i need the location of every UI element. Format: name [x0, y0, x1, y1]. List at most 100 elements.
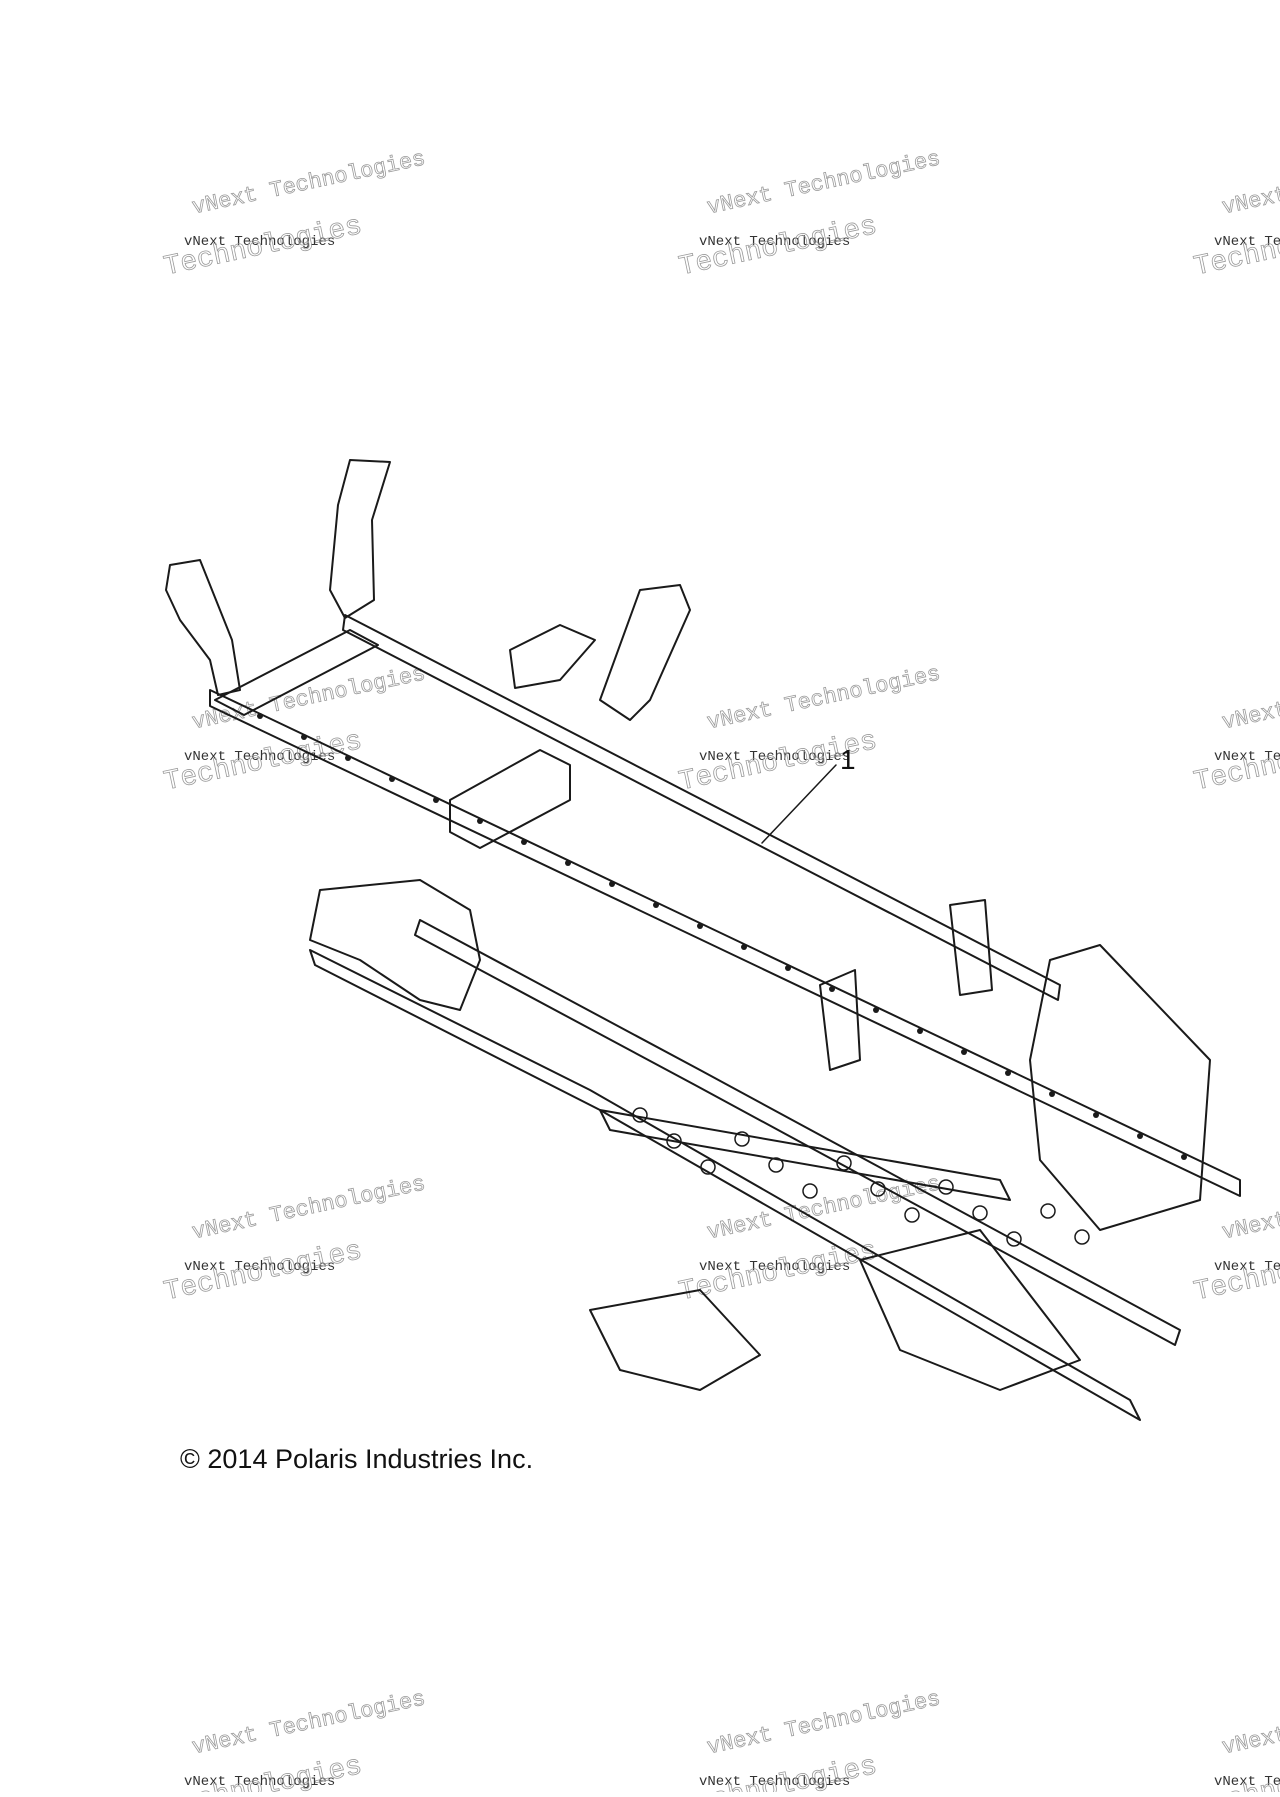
mid-cross-member	[449, 749, 571, 849]
right-rear-hook	[329, 459, 391, 619]
diagonal-brace	[599, 584, 691, 721]
bolt-hole	[477, 818, 483, 824]
bolt-hole	[873, 1007, 879, 1013]
rear-cross-member	[214, 629, 379, 716]
bolt-hole	[389, 776, 395, 782]
bolt-hole	[697, 923, 703, 929]
bolt-hole	[565, 860, 571, 866]
watermark-text-lower: Technologies	[161, 726, 365, 798]
bolt-hole	[609, 881, 615, 887]
skid-plate	[589, 1289, 761, 1391]
watermark-text-upper: vNext Technologies	[705, 146, 943, 220]
bolt-hole	[301, 734, 307, 740]
watermark-text-upper: vNext Technologies	[190, 1686, 428, 1760]
bolt-hole	[961, 1049, 967, 1055]
bolt-hole	[1005, 1070, 1011, 1076]
bolt-hole	[741, 944, 747, 950]
watermark-text-upper: vNext Technologies	[705, 661, 943, 735]
watermark: vNext Technologies vNext TechnologiesTech…	[676, 146, 943, 284]
watermark-text-upper: vNext Technologies	[1220, 661, 1280, 735]
upper-rear-rail	[342, 614, 1061, 1001]
watermark: vNext Technologies vNext TechnologiesTech…	[161, 1171, 428, 1309]
watermark-text-upper: vNext Technologies	[1220, 146, 1280, 220]
front-bulkhead	[1029, 944, 1211, 1231]
chassis-frame	[165, 459, 1241, 1421]
watermark-text-main: vNext Technologies	[699, 1259, 850, 1275]
watermark-text-lower: Technologies	[676, 211, 880, 283]
floor-pan-hole	[632, 1107, 648, 1123]
seat-mount-left	[819, 969, 861, 1071]
watermark-text-lower: Technologies	[1191, 726, 1280, 798]
upper-main-rail	[209, 689, 1241, 1197]
watermark-text-lower: Technologies	[161, 1751, 365, 1792]
frame-holes	[257, 713, 1187, 1247]
bolt-hole	[1137, 1133, 1143, 1139]
watermark-text-upper: vNext Technologies	[190, 1171, 428, 1245]
bolt-hole	[653, 902, 659, 908]
watermark-text-main: vNext Technologies	[1214, 1259, 1280, 1275]
floor-pan-hole	[938, 1179, 954, 1195]
seat-mount-right	[949, 899, 993, 996]
floor-pan-hole	[836, 1155, 852, 1171]
watermark-text-lower: Technologies	[1191, 211, 1280, 283]
watermark-text-upper: vNext Technologies	[190, 146, 428, 220]
bolt-hole	[917, 1028, 923, 1034]
watermark-text-main: vNext Technologies	[184, 749, 335, 765]
watermark-text-main: vNext Technologies	[184, 1259, 335, 1275]
watermark-text-upper: vNext Technologies	[705, 1686, 943, 1760]
watermark-text-main: vNext Technologies	[1214, 234, 1280, 250]
watermark-text-main: vNext Technologies	[699, 749, 850, 765]
floor-pan	[859, 1229, 1081, 1391]
watermark: vNext Technologies vNext TechnologiesTech…	[161, 1686, 428, 1797]
floor-pan-hole	[768, 1157, 784, 1173]
bolt-hole	[433, 797, 439, 803]
floor-pan-hole	[870, 1181, 886, 1197]
floor-pan-hole	[1074, 1229, 1090, 1245]
floor-pan-hole	[700, 1159, 716, 1175]
bolt-hole	[1049, 1091, 1055, 1097]
shock-mount-bracket	[509, 624, 596, 689]
floor-pan-hole	[734, 1131, 750, 1147]
copyright-notice: © 2014 Polaris Industries Inc.	[180, 1444, 534, 1474]
watermark: vNext Technologies vNext TechnologiesTech…	[1191, 146, 1280, 284]
bolt-hole	[829, 986, 835, 992]
watermark-text-upper: vNext Technologies	[1220, 1171, 1280, 1245]
floor-pan-hole	[1006, 1231, 1022, 1247]
watermark-text-main: vNext Technologies	[1214, 749, 1280, 765]
watermark-text-upper: vNext Technologies	[1220, 1686, 1280, 1760]
watermark: vNext Technologies vNext TechnologiesTech…	[676, 1686, 943, 1797]
floor-pan-hole	[1040, 1203, 1056, 1219]
bolt-hole	[1181, 1154, 1187, 1160]
left-rear-hook	[165, 559, 241, 696]
bolt-hole	[785, 965, 791, 971]
bolt-hole	[521, 839, 527, 845]
watermark-text-main: vNext Technologies	[699, 234, 850, 250]
floor-pan-hole	[802, 1183, 818, 1199]
callout-number: 1	[840, 744, 856, 775]
engine-cradle	[309, 879, 481, 1011]
callout-leader-line	[761, 764, 837, 844]
watermark-text-lower: Technologies	[1191, 1236, 1280, 1308]
floor-pan-hole	[972, 1205, 988, 1221]
floor-pan-hole	[666, 1133, 682, 1149]
bolt-hole	[345, 755, 351, 761]
watermark-text-main: vNext Technologies	[1214, 1774, 1280, 1790]
watermark-text-main: vNext Technologies	[699, 1774, 850, 1790]
front-cross-tube	[599, 1109, 1011, 1201]
lower-inner-rail	[414, 919, 1181, 1346]
watermark-text-lower: Technologies	[161, 1236, 365, 1308]
watermark-text-main: vNext Technologies	[184, 234, 335, 250]
bolt-hole	[257, 713, 263, 719]
floor-pan-hole	[904, 1207, 920, 1223]
bolt-hole	[1093, 1112, 1099, 1118]
watermark: vNext Technologies vNext TechnologiesTech…	[1191, 661, 1280, 799]
watermark-text-main: vNext Technologies	[184, 1774, 335, 1790]
watermark-text-lower: Technologies	[676, 1751, 880, 1792]
lower-left-rail	[309, 949, 1141, 1421]
